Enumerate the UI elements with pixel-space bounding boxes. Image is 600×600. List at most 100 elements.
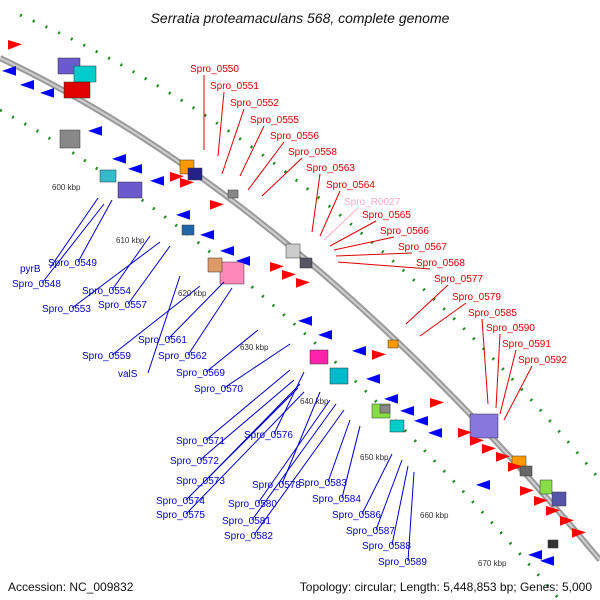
reverse-gene-label-21: Spro_0584: [312, 494, 361, 505]
reverse-gene-arrow-2: [40, 88, 54, 98]
forward-leader-11: [335, 252, 413, 257]
reverse-gene-label-7: Spro_0559: [82, 351, 131, 362]
reverse-gene-arrow-13: [352, 346, 366, 356]
reverse-gene-arrow-12: [318, 330, 332, 340]
reverse-gene-label-18: Spro_0580: [228, 499, 277, 510]
reverse-gene-arrow-15: [384, 394, 398, 404]
reverse-gene-label-27: Spro_0589: [378, 557, 427, 568]
reverse-leader-16: [281, 391, 321, 485]
reverse-gene-label-8: Spro_0562: [158, 351, 207, 362]
gene-block-15: [329, 367, 349, 385]
reverse-gene-label-22: Spro_0581: [222, 516, 271, 527]
forward-gene-label-10: Spro_0566: [380, 226, 429, 237]
reverse-leader-19: [185, 391, 305, 515]
gene-block-3: [59, 129, 81, 149]
reverse-leader-26: [391, 465, 409, 546]
reverse-leader-23: [253, 409, 345, 536]
reverse-leader-13: [273, 371, 305, 435]
reverse-leader-5: [127, 245, 171, 305]
forward-leader-17: [499, 349, 517, 415]
reverse-gene-arrow-5: [128, 164, 142, 174]
forward-gene-arrow-9: [458, 428, 472, 438]
reverse-leader-20: [327, 419, 351, 483]
reverse-gene-label-12: Spro_0571: [176, 436, 225, 447]
reverse-gene-arrow-9: [220, 246, 234, 256]
forward-gene-arrow-6: [296, 278, 310, 288]
scale-tick-label-4: 640 kbp: [300, 397, 329, 406]
reverse-gene-arrow-17: [414, 416, 428, 426]
gene-block-1: [73, 65, 97, 83]
forward-gene-arrow-5: [282, 270, 296, 280]
gene-block-10: [219, 261, 245, 285]
reverse-leader-18: [257, 399, 331, 504]
reverse-leader-14: [199, 379, 295, 461]
forward-gene-label-3: Spro_0555: [250, 115, 299, 126]
gene-block-11: [207, 257, 223, 273]
forward-gene-arrow-11: [482, 444, 496, 454]
forward-gene-label-1: Spro_0551: [210, 81, 259, 92]
gene-block-23: [387, 339, 399, 349]
scale-tick-label-2: 620 kbp: [178, 289, 207, 298]
forward-gene-label-16: Spro_0590: [486, 323, 535, 334]
reverse-gene-label-6: Spro_0561: [138, 335, 187, 346]
gene-block-12: [285, 243, 301, 259]
outer-tick-ring: [19, 13, 600, 481]
gene-block-18: [469, 413, 499, 439]
reverse-gene-label-20: Spro_0583: [298, 478, 347, 489]
forward-gene-arrow-16: [546, 506, 560, 516]
reverse-gene-label-17: Spro_0574: [156, 496, 205, 507]
forward-leader-18: [503, 365, 533, 421]
forward-leader-1: [217, 91, 225, 157]
forward-gene-label-6: Spro_0563: [306, 163, 355, 174]
forward-gene-arrow-2: [180, 178, 194, 188]
reverse-gene-label-19: Spro_0575: [156, 510, 205, 521]
reverse-gene-arrow-19: [476, 480, 490, 490]
forward-gene-label-13: Spro_0577: [434, 274, 483, 285]
reverse-leader-3: [111, 235, 151, 291]
reverse-leader-25: [375, 459, 403, 531]
reverse-gene-label-26: Spro_0588: [362, 541, 411, 552]
reverse-leader-0: [49, 197, 99, 269]
reverse-leader-24: [361, 453, 393, 515]
reverse-leader-12: [205, 369, 291, 441]
gene-block-9: [181, 224, 195, 236]
reverse-gene-label-15: Spro_0573: [176, 476, 225, 487]
forward-leader-3: [239, 125, 265, 177]
reverse-gene-arrow-1: [20, 80, 34, 90]
reverse-gene-label-1: Spro_0549: [48, 258, 97, 269]
forward-gene-arrow-3: [210, 200, 224, 210]
forward-gene-label-12: Spro_0568: [416, 258, 465, 269]
forward-gene-label-14: Spro_0579: [452, 292, 501, 303]
reverse-leader-8: [187, 287, 233, 356]
forward-leader-9: [329, 220, 377, 247]
reverse-leader-17: [185, 387, 299, 501]
gene-block-20: [519, 465, 533, 477]
forward-leader-13: [405, 284, 449, 325]
forward-leader-15: [481, 318, 489, 405]
reverse-gene-arrow-16: [400, 406, 414, 416]
reverse-leader-10: [205, 329, 259, 373]
gene-block-17: [389, 419, 405, 433]
reverse-gene-label-2: Spro_0548: [12, 279, 61, 290]
topology-label: Topology: circular; Length: 5,448,853 bp…: [299, 580, 592, 594]
forward-gene-label-11: Spro_0567: [398, 242, 447, 253]
forward-leader-12: [337, 261, 431, 270]
forward-gene-label-9: Spro_0565: [362, 210, 411, 221]
reverse-gene-arrow-4: [112, 154, 126, 164]
forward-gene-arrow-8: [430, 398, 444, 408]
forward-gene-arrow-18: [572, 528, 586, 538]
gene-block-13: [299, 257, 313, 269]
forward-gene-label-15: Spro_0585: [468, 308, 517, 319]
reverse-gene-label-9: valS: [118, 369, 138, 380]
reverse-gene-label-5: Spro_0557: [98, 300, 147, 311]
reverse-leader-21: [341, 425, 361, 499]
forward-leader-7: [319, 190, 341, 237]
forward-leader-2: [221, 108, 245, 175]
forward-leader-14: [419, 302, 467, 337]
reverse-gene-label-14: Spro_0572: [170, 456, 219, 467]
scale-tick-label-0: 600 kbp: [52, 183, 81, 192]
forward-gene-arrow-17: [560, 516, 574, 526]
scale-tick-label-7: 670 kbp: [478, 559, 507, 568]
forward-gene-arrow-0: [8, 40, 22, 50]
